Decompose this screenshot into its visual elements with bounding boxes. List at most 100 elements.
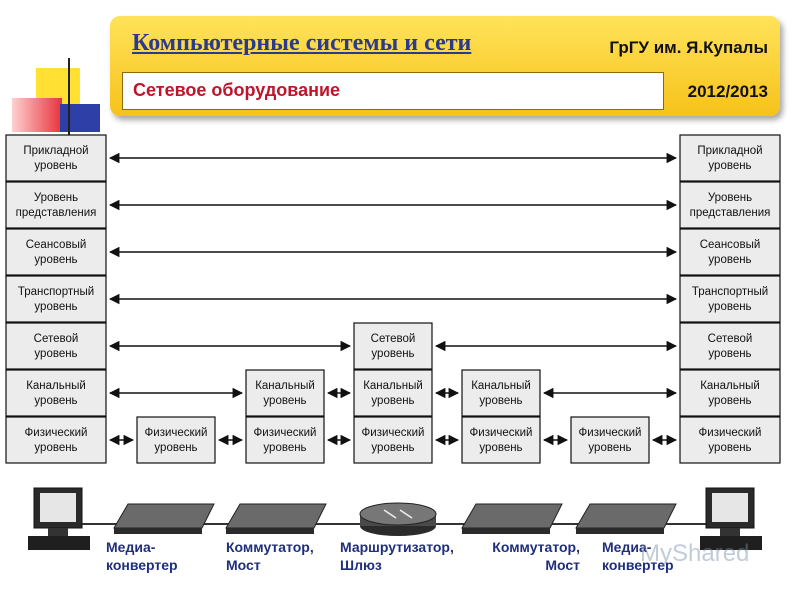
- layer-label-datalink: уровень: [263, 395, 306, 407]
- computer-right-icon: [700, 487, 762, 550]
- layer-label-datalink: Канальный: [471, 380, 531, 392]
- course-title: Компьютерные системы и сети: [132, 30, 472, 56]
- layer-label-network: Сетевой: [371, 333, 416, 345]
- layer-box-datalink: [679, 369, 781, 417]
- layer-box-transport: [679, 275, 781, 323]
- layer-label-transport: уровень: [708, 301, 751, 313]
- layer-label-datalink: уровень: [34, 395, 77, 407]
- layer-label-datalink: уровень: [708, 395, 751, 407]
- layer-box-application: [5, 134, 107, 182]
- layer-label-physical: уровень: [34, 442, 77, 454]
- layer-label-network: уровень: [708, 348, 751, 360]
- header-banner: Компьютерные системы и сети ГрГУ им. Я.К…: [110, 16, 780, 116]
- decor-vertical-line: [68, 58, 70, 138]
- layer-label-session: Сеансовый: [700, 239, 761, 251]
- layer-box-transport: [5, 275, 107, 323]
- layer-box-physical: [353, 416, 433, 464]
- layer-box-physical: [5, 416, 107, 464]
- stack-media-converter-left: Физический уровень: [136, 416, 216, 464]
- router-gateway-icon: [359, 502, 437, 536]
- layer-label-transport: Транспортный: [692, 286, 768, 298]
- layer-label-physical: Физический: [579, 427, 642, 439]
- layer-label-physical: Физический: [25, 427, 88, 439]
- layer-box-network: [5, 322, 107, 370]
- caption-media-converter-left: Медиа- конвертер: [106, 539, 178, 573]
- academic-year: 2012/2013: [687, 82, 768, 101]
- layer-box-datalink: [461, 369, 541, 417]
- media-converter-left-icon: [113, 503, 215, 534]
- layer-label-datalink: уровень: [371, 395, 414, 407]
- layer-box-session: [5, 228, 107, 276]
- layer-box-network: [679, 322, 781, 370]
- watermark: MyShared: [640, 540, 750, 567]
- decor-blue-square: [60, 104, 100, 132]
- layer-boxes: ПрикладнойуровеньУровеньпредставленияСеа…: [5, 134, 781, 464]
- layer-box-presentation: [5, 181, 107, 229]
- layer-label-application: Прикладной: [697, 145, 762, 157]
- stack-host-left: ПрикладнойуровеньУровеньпредставленияСеа…: [5, 134, 107, 464]
- caption-media-converter-right: Медиа- конвертер: [602, 539, 674, 573]
- layer-label-presentation: Уровень: [34, 192, 78, 204]
- layer-label-physical: Физический: [254, 427, 317, 439]
- layer-box-datalink: [353, 369, 433, 417]
- layer-arrows: [108, 152, 678, 446]
- slide-topic: Сетевое оборудование: [133, 80, 341, 100]
- layer-box-application: [679, 134, 781, 182]
- switch-bridge-left-icon: [225, 503, 327, 534]
- layer-label-physical: уровень: [708, 442, 751, 454]
- layer-label-datalink: уровень: [479, 395, 522, 407]
- layer-label-physical: Физический: [145, 427, 208, 439]
- layer-label-physical: уровень: [371, 442, 414, 454]
- caption-switch-bridge-left: Коммутатор, Мост: [226, 539, 314, 573]
- layer-label-physical: Физический: [362, 427, 425, 439]
- layer-label-application: Прикладной: [23, 145, 88, 157]
- layer-label-network: Сетевой: [34, 333, 79, 345]
- layer-box-physical: [245, 416, 325, 464]
- layer-box-datalink: [5, 369, 107, 417]
- layer-label-transport: уровень: [34, 301, 77, 313]
- layer-label-physical: уровень: [588, 442, 631, 454]
- layer-label-transport: Транспортный: [18, 286, 94, 298]
- layer-label-presentation: представления: [690, 207, 771, 219]
- layer-label-presentation: Уровень: [708, 192, 752, 204]
- layer-box-presentation: [679, 181, 781, 229]
- layer-box-datalink: [245, 369, 325, 417]
- layer-label-physical: уровень: [263, 442, 306, 454]
- layer-label-physical: уровень: [154, 442, 197, 454]
- layer-label-datalink: Канальный: [363, 380, 423, 392]
- layer-box-network: [353, 322, 433, 370]
- switch-bridge-right-icon: [461, 503, 563, 534]
- caption-router-gateway: Маршрутизатор, Шлюз: [340, 539, 454, 573]
- layer-box-physical: [461, 416, 541, 464]
- layer-label-session: уровень: [34, 254, 77, 266]
- topic-box: Сетевое оборудование: [122, 72, 664, 110]
- layer-label-session: уровень: [708, 254, 751, 266]
- layer-label-network: уровень: [371, 348, 414, 360]
- university-name: ГрГУ им. Я.Купалы: [609, 38, 768, 57]
- stack-host-right: ПрикладнойуровеньУровеньпредставленияСеа…: [679, 134, 781, 464]
- caption-switch-bridge-right: Коммутатор, Мост: [492, 539, 580, 573]
- layer-label-application: уровень: [708, 160, 751, 172]
- stack-media-converter-right: Физический уровень: [570, 416, 650, 464]
- layer-label-datalink: Канальный: [255, 380, 315, 392]
- layer-box-physical: [570, 416, 650, 464]
- layer-label-physical: уровень: [479, 442, 522, 454]
- layer-label-physical: Физический: [470, 427, 533, 439]
- layer-label-network: Сетевой: [708, 333, 753, 345]
- layer-label-physical: Физический: [699, 427, 762, 439]
- decor-red-square: [12, 98, 62, 132]
- layer-label-datalink: Канальный: [26, 380, 86, 392]
- media-converter-right-icon: [575, 503, 677, 534]
- layer-box-physical: [679, 416, 781, 464]
- layer-label-datalink: Канальный: [700, 380, 760, 392]
- layer-box-session: [679, 228, 781, 276]
- layer-label-network: уровень: [34, 348, 77, 360]
- stack-router-gateway: СетевойуровеньКанальныйуровеньФизический…: [353, 322, 433, 464]
- layer-label-application: уровень: [34, 160, 77, 172]
- layer-box-physical: [136, 416, 216, 464]
- layer-label-session: Сеансовый: [26, 239, 87, 251]
- computer-left-icon: [28, 487, 90, 550]
